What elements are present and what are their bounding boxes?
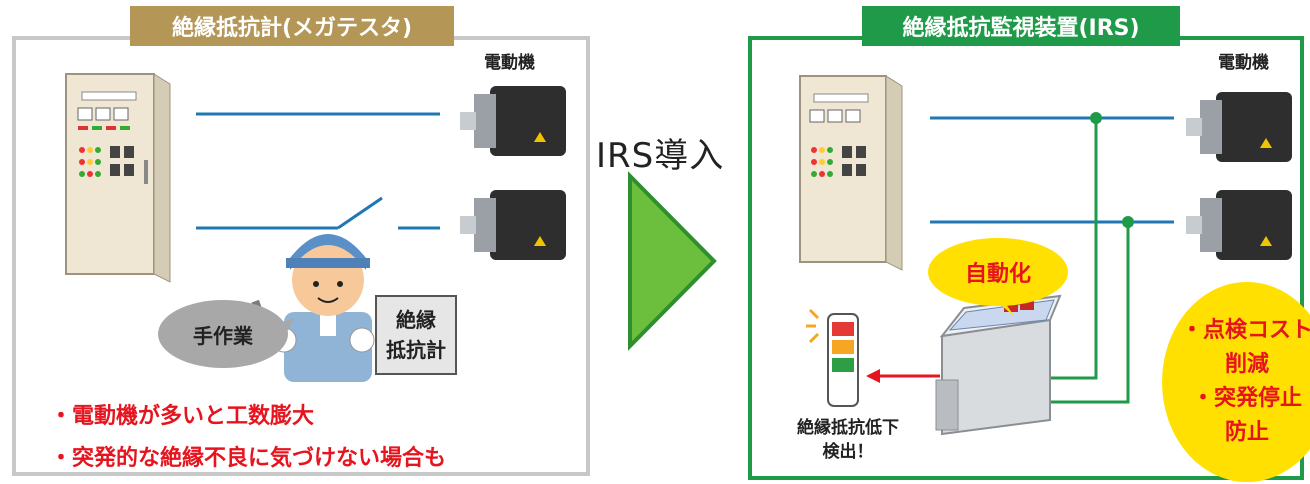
meter-line-2: 抵抗計 <box>386 338 446 362</box>
motor-left-bottom <box>460 190 566 260</box>
motor-right-bottom <box>1186 190 1292 260</box>
junction-1 <box>1090 112 1102 124</box>
junction-2 <box>1122 216 1134 228</box>
sense-wire-2 <box>1048 222 1130 404</box>
detection-label: 絶縁抵抗低下 検出！ <box>778 416 918 464</box>
benefit-circle: ・点検コスト 削減 ・突発停止 防止 <box>1162 282 1310 482</box>
motor-left-top <box>460 86 566 156</box>
insulation-tester-box: 絶縁 抵抗計 <box>375 295 457 375</box>
transition-label: IRS導入 <box>596 136 725 176</box>
speech-bubble-manual: 手作業 <box>158 300 288 368</box>
alert-arrow-head <box>866 369 880 383</box>
irs-device <box>935 294 1062 436</box>
signal-tower <box>827 313 859 407</box>
issue-2: ・突発的な絶縁不良に気づけない場合も <box>50 446 447 471</box>
motor-label-right: 電動機 <box>1218 53 1269 73</box>
switch-open <box>337 196 383 230</box>
motor-label-left: 電動機 <box>484 53 535 73</box>
detection-line-1: 絶縁抵抗低下 <box>797 418 899 438</box>
alarm-flash-icon <box>806 308 820 344</box>
right-panel-title: 絶縁抵抗監視装置(IRS) <box>862 6 1180 46</box>
issue-1: ・電動機が多いと工数膨大 <box>50 404 315 429</box>
sense-wire-1 <box>1048 118 1098 380</box>
transition-arrow <box>628 171 717 351</box>
benefit-line-2: 削減 <box>1224 352 1269 377</box>
control-cabinet-left <box>65 73 171 283</box>
meter-line-1: 絶縁 <box>396 308 436 332</box>
control-cabinet-right <box>799 75 903 271</box>
speech-bubble-auto: 自動化 <box>928 238 1068 306</box>
benefit-line-4: 防止 <box>1224 420 1269 445</box>
benefit-line-3: ・突発停止 <box>1191 386 1302 411</box>
benefit-line-1: ・点検コスト <box>1180 318 1310 343</box>
left-panel-title: 絶縁抵抗計(メガテスタ) <box>130 6 454 46</box>
motor-right-top <box>1186 92 1292 162</box>
worker-illustration <box>251 234 375 382</box>
detection-line-2: 検出！ <box>822 442 874 462</box>
